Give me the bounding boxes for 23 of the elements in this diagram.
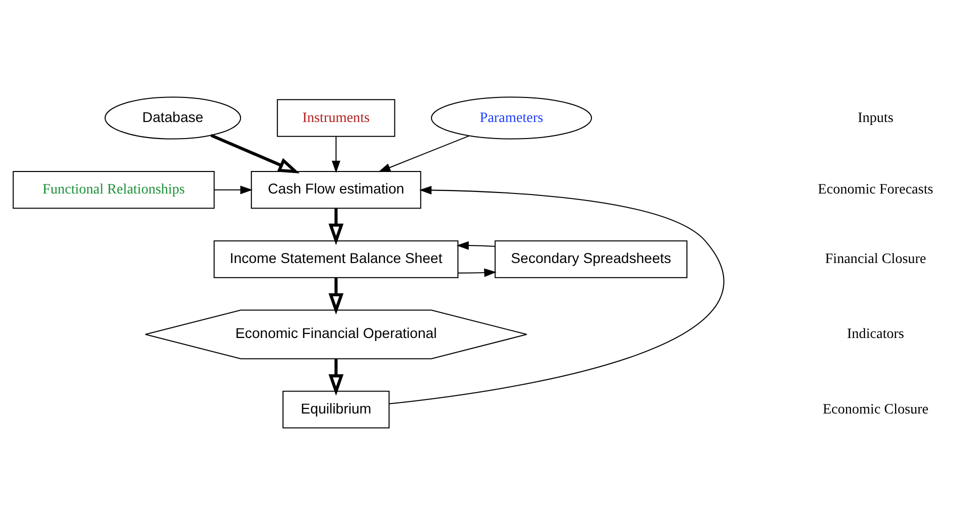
node-ellipse: Parameters	[430, 96, 592, 140]
arrow	[389, 186, 724, 404]
arrow	[378, 135, 470, 172]
label: Economic Forecasts	[818, 182, 934, 198]
arrow	[456, 241, 495, 250]
arrow	[328, 208, 344, 246]
node-box: Cash Flow estimation	[250, 171, 422, 209]
node-box: Equilibrium	[282, 390, 390, 428]
label: Economic Closure	[822, 401, 928, 418]
arrow	[210, 134, 300, 174]
node-box: Secondary Spreadsheets	[494, 240, 688, 278]
arrow	[328, 358, 344, 396]
arrow	[214, 186, 253, 194]
arrow	[332, 136, 340, 174]
label: Indicators	[847, 326, 904, 342]
arrow	[328, 278, 344, 315]
label: Financial Closure	[825, 251, 926, 268]
node-ellipse: Database	[104, 96, 242, 140]
arrow	[458, 268, 496, 277]
node-box: Income Statement Balance Sheet	[214, 240, 458, 278]
node-box: Functional Relationships	[12, 171, 215, 209]
node-box: Instruments	[276, 99, 396, 137]
label: Inputs	[858, 110, 894, 126]
